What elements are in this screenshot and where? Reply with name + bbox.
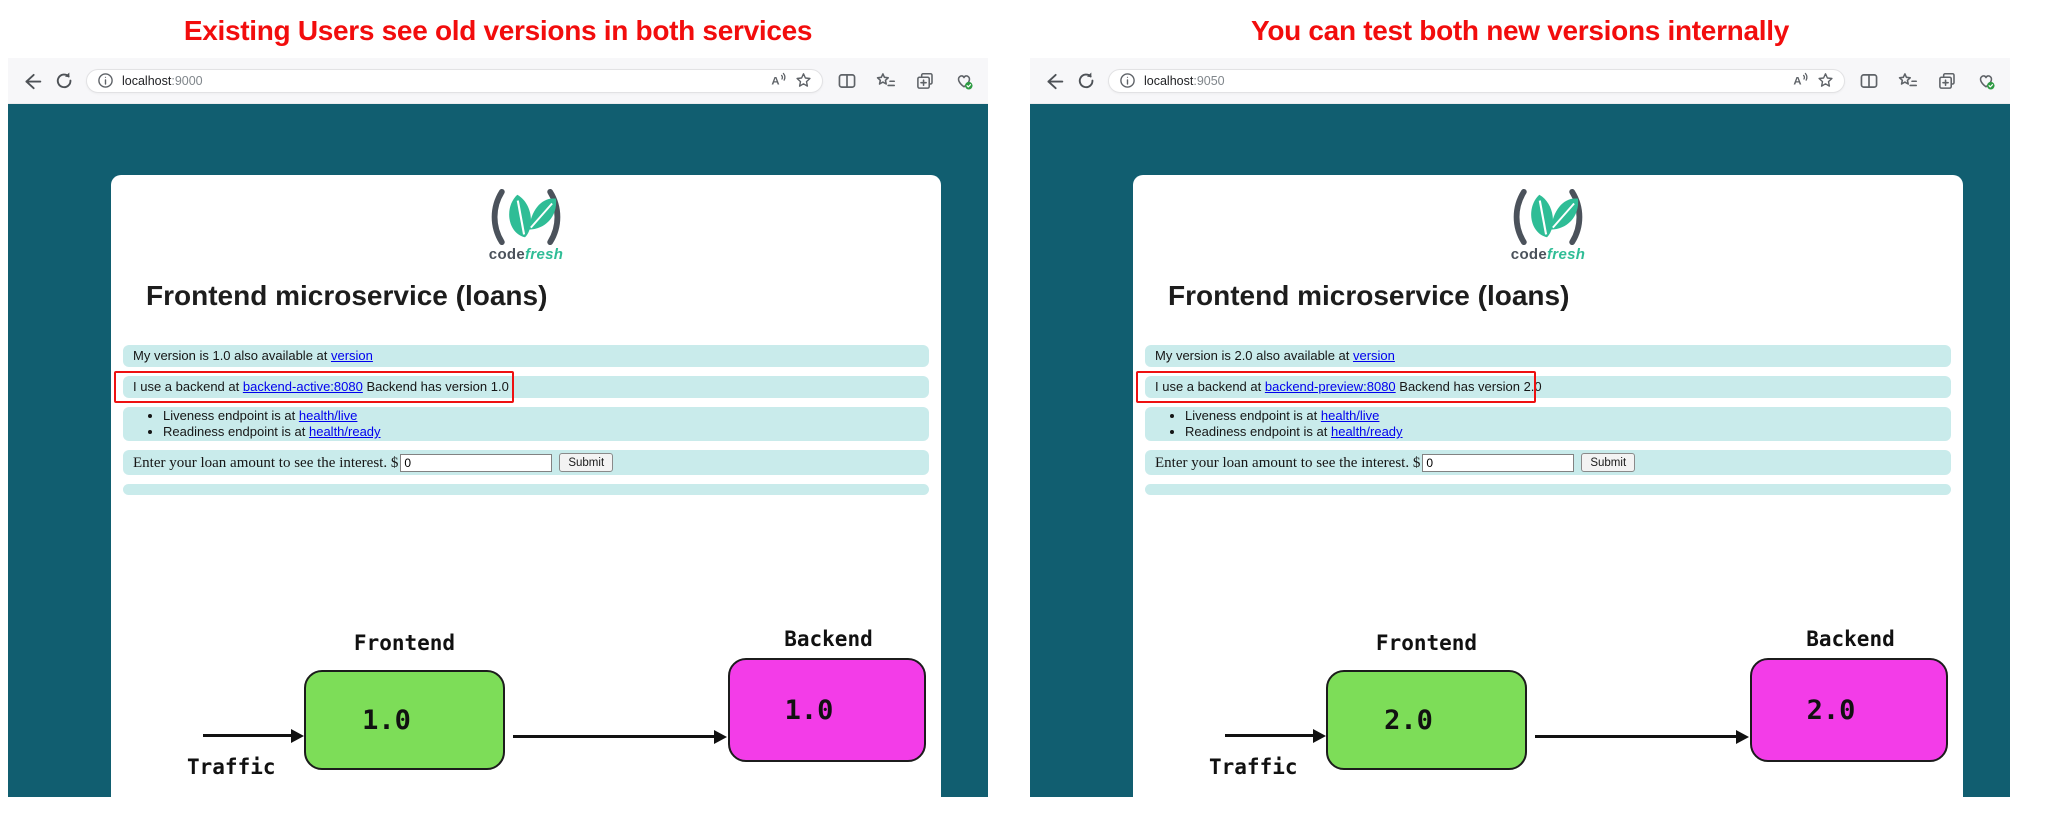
frontend-to-backend-arrow <box>513 735 714 738</box>
back-icon[interactable] <box>1044 71 1064 91</box>
collections-icon[interactable] <box>915 71 935 91</box>
codefresh-leaves-icon <box>1506 188 1590 246</box>
endpoints-bar: Liveness endpoint is at health/live Read… <box>123 407 929 441</box>
frontend-node-label: Frontend <box>353 631 456 655</box>
favorites-bar-icon[interactable] <box>876 71 896 91</box>
liveness-endpoint-item: Liveness endpoint is at health/live <box>163 408 919 424</box>
health-ready-link[interactable]: health/ready <box>1330 424 1403 439</box>
page-card: codefresh Frontend microservice (loans) … <box>1133 175 1963 797</box>
liveness-endpoint-item: Liveness endpoint is at health/live <box>1185 408 1941 424</box>
address-bar[interactable]: localhost:9000 <box>86 68 823 93</box>
submit-button[interactable]: Submit <box>1581 453 1636 472</box>
url-text: localhost:9000 <box>122 73 203 88</box>
page-background: codefresh Frontend microservice (loans) … <box>1030 104 2010 797</box>
empty-result-bar <box>1145 484 1951 495</box>
health-ready-link[interactable]: health/ready <box>308 424 381 439</box>
loan-amount-label: Enter your loan amount to see the intere… <box>133 454 399 471</box>
endpoints-bar: Liveness endpoint is at health/live Read… <box>1145 407 1951 441</box>
browser-essentials-icon[interactable] <box>954 71 974 91</box>
version-info-bar: My version is 2.0 also available at vers… <box>1145 345 1951 367</box>
page-card: codefresh Frontend microservice (loans) … <box>111 175 941 797</box>
annotation-left-title: Existing Users see old versions in both … <box>183 15 813 46</box>
browser-essentials-icon[interactable] <box>1976 71 1996 91</box>
browser-toolbar: localhost:9050 <box>1030 58 2010 104</box>
favorite-star-icon[interactable] <box>1817 72 1834 89</box>
traffic-diagram: Frontend Backend Traffic 2.0 2.0 <box>1133 615 1963 797</box>
page-title: Frontend microservice (loans) <box>146 280 548 311</box>
codefresh-wordmark: codefresh <box>488 246 564 263</box>
backend-link[interactable]: backend-preview:8080 <box>1264 379 1396 394</box>
traffic-arrow-head <box>291 728 304 743</box>
loan-amount-input[interactable] <box>1422 453 1575 472</box>
loan-amount-label: Enter your loan amount to see the intere… <box>1155 454 1421 471</box>
health-live-link[interactable]: health/live <box>1320 408 1380 423</box>
loan-form-bar: Enter your loan amount to see the intere… <box>123 450 929 475</box>
frontend-version-box: 1.0 <box>304 670 505 770</box>
favorites-bar-icon[interactable] <box>1898 71 1918 91</box>
info-icon[interactable] <box>1119 72 1136 89</box>
traffic-arrow <box>203 734 291 737</box>
back-icon[interactable] <box>22 71 42 91</box>
backend-info-bar: I use a backend at backend-active:8080 B… <box>114 371 929 403</box>
url-text: localhost:9050 <box>1144 73 1225 88</box>
read-aloud-icon[interactable] <box>770 72 787 89</box>
frontend-to-backend-arrow-head <box>1736 729 1749 744</box>
frontend-to-backend-arrow-head <box>714 729 727 744</box>
frontend-node-label: Frontend <box>1375 631 1478 655</box>
backend-link[interactable]: backend-active:8080 <box>242 379 363 394</box>
frontend-to-backend-arrow <box>1535 735 1736 738</box>
submit-button[interactable]: Submit <box>559 453 614 472</box>
refresh-icon[interactable] <box>54 71 74 91</box>
readiness-endpoint-item: Readiness endpoint is at health/ready <box>163 424 919 440</box>
version-info-bar: My version is 1.0 also available at vers… <box>123 345 929 367</box>
codefresh-logo: codefresh <box>111 175 941 263</box>
favorite-star-icon[interactable] <box>795 72 812 89</box>
loan-form-bar: Enter your loan amount to see the intere… <box>1145 450 1951 475</box>
backend-info-bar: I use a backend at backend-preview:8080 … <box>1136 371 1951 403</box>
version-link[interactable]: version <box>1352 348 1395 363</box>
backend-version-box: 2.0 <box>1750 658 1948 762</box>
empty-result-bar <box>123 484 929 495</box>
codefresh-leaves-icon <box>484 188 568 246</box>
browser-window-old-versions: localhost:9000 codefresh Frontend micros… <box>8 58 988 797</box>
traffic-label: Traffic <box>187 755 276 779</box>
health-live-link[interactable]: health/live <box>298 408 358 423</box>
traffic-arrow <box>1225 734 1313 737</box>
loan-amount-input[interactable] <box>400 453 553 472</box>
version-link[interactable]: version <box>330 348 373 363</box>
refresh-icon[interactable] <box>1076 71 1096 91</box>
traffic-label: Traffic <box>1209 755 1298 779</box>
codefresh-logo: codefresh <box>1133 175 1963 263</box>
backend-node-label: Backend <box>1806 627 1895 651</box>
backend-node-label: Backend <box>784 627 873 651</box>
browser-toolbar: localhost:9000 <box>8 58 988 104</box>
traffic-arrow-head <box>1313 728 1326 743</box>
page-background: codefresh Frontend microservice (loans) … <box>8 104 988 797</box>
split-screen-icon[interactable] <box>837 71 857 91</box>
read-aloud-icon[interactable] <box>1792 72 1809 89</box>
codefresh-wordmark: codefresh <box>1510 246 1586 263</box>
split-screen-icon[interactable] <box>1859 71 1879 91</box>
page-title: Frontend microservice (loans) <box>1168 280 1570 311</box>
backend-version-box: 1.0 <box>728 658 926 762</box>
collections-icon[interactable] <box>1937 71 1957 91</box>
info-icon[interactable] <box>97 72 114 89</box>
readiness-endpoint-item: Readiness endpoint is at health/ready <box>1185 424 1941 440</box>
frontend-version-box: 2.0 <box>1326 670 1527 770</box>
traffic-diagram: Frontend Backend Traffic 1.0 1.0 <box>111 615 941 797</box>
address-bar[interactable]: localhost:9050 <box>1108 68 1845 93</box>
browser-window-new-versions: localhost:9050 codefresh Frontend micros… <box>1030 58 2010 797</box>
annotation-right-title: You can test both new versions internall… <box>1251 15 1789 46</box>
